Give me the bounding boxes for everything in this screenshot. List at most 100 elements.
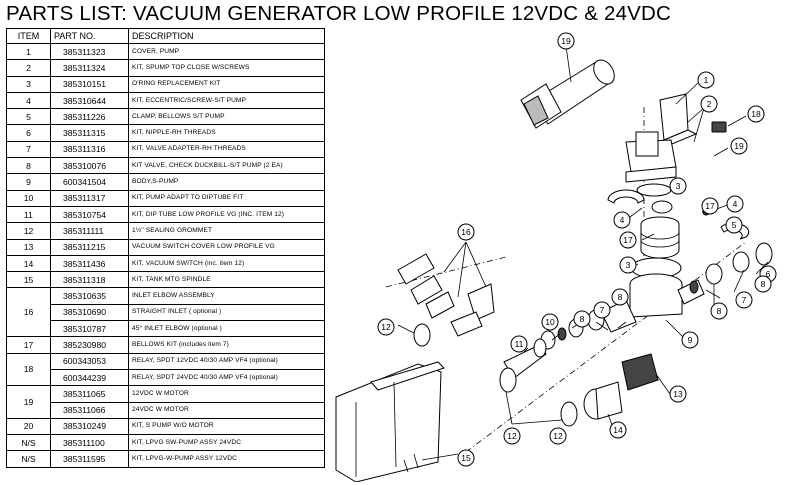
item-cell: N/S	[6, 434, 51, 452]
description-cell: KIT, DIP TUBE LOW PROFILE VG (INC. ITEM …	[128, 205, 325, 224]
description-cell: KIT, ECCENTRIC/SCREW-S/T PUMP	[128, 91, 325, 110]
callout-label: 14	[613, 425, 623, 435]
callout-17: 17	[619, 231, 637, 249]
grommet-drawing	[560, 401, 578, 427]
callout-label: 7	[742, 295, 747, 305]
tank-drawing	[335, 361, 445, 482]
callout-label: 3	[676, 181, 681, 191]
callout-8: 8	[710, 302, 728, 320]
callout-label: 18	[751, 109, 761, 119]
relay-drawing	[711, 121, 727, 133]
callout-label: 19	[561, 36, 571, 46]
item-cell: 8	[6, 157, 51, 175]
callout-12: 12	[377, 318, 395, 336]
callout-label: 8	[761, 279, 766, 289]
item-cell: 11	[6, 205, 51, 224]
callout-19: 19	[557, 32, 575, 50]
item-cell: 9	[6, 173, 51, 191]
description-cell: KIT, PUMP ADAPT TO DIPTUBE FIT	[128, 189, 325, 207]
callout-label: 8	[618, 292, 623, 302]
item-cell: 7	[6, 140, 51, 159]
description-cell: COVER, PUMP	[128, 42, 325, 61]
table-header-row: ITEM PART NO. DESCRIPTION	[6, 28, 325, 44]
part-number-cell: 385311111	[50, 222, 129, 240]
eccentric-drawing	[651, 200, 673, 214]
callout-label: 12	[381, 322, 391, 332]
callout-label: 2	[707, 99, 712, 109]
item-cell: 3	[6, 75, 51, 93]
clamp-drawing	[607, 189, 645, 204]
callout-label: 1	[704, 75, 709, 85]
part-number-cell: 385311226	[50, 108, 129, 126]
callout-2: 2	[700, 95, 718, 113]
description-cell: BODY,S-PUMP	[128, 173, 325, 191]
callout-label: 16	[461, 227, 471, 237]
callout-label: 9	[688, 335, 693, 345]
description-cell: O'RING REPLACEMENT KIT	[128, 75, 325, 93]
part-number-cell: 385311324	[50, 59, 129, 77]
item-cell: 16	[6, 287, 51, 338]
description-cell: KIT, VACUUM SWITCH (inc. item 12)	[128, 254, 325, 273]
description-cell: RELAY, SPDT 12VDC 40/30 AMP VF4 (optiona…	[128, 352, 325, 370]
item-cell: 5	[6, 108, 51, 126]
callout-label: 17	[705, 201, 715, 211]
callout-11: 11	[510, 335, 528, 353]
description-cell: INLET ELBOW ASSEMBLY	[128, 287, 325, 305]
part-number-cell: 600344239	[50, 368, 129, 387]
item-cell: 20	[6, 417, 51, 436]
callout-label: 7	[600, 305, 605, 315]
callout-8: 8	[611, 288, 629, 306]
description-cell: KIT, VALVE ADAPTER-RH THREADS	[128, 140, 325, 159]
part-number-cell: 385310644	[50, 91, 129, 110]
description-cell: 45° INLET ELBOW (optional )	[128, 320, 325, 338]
part-number-cell: 600341504	[50, 173, 129, 191]
part-number-cell: 385311436	[50, 254, 129, 273]
callout-15: 15	[457, 449, 475, 467]
item-cell: 4	[6, 91, 51, 110]
item-cell: N/S	[6, 450, 51, 468]
description-cell: KIT, LPVG-W-PUMP ASSY 12VDC	[128, 450, 325, 468]
callout-19: 19	[730, 137, 748, 155]
description-cell: RELAY, SPDT 24VDC 40/30 AMP VF4 (optiona…	[128, 368, 325, 387]
part-number-cell: 385311215	[50, 238, 129, 256]
item-cell: 13	[6, 238, 51, 256]
callout-label: 8	[580, 314, 585, 324]
description-cell: CLAMP, BELLOWS S/T PUMP	[128, 108, 325, 126]
part-number-cell: 600343053	[50, 352, 129, 370]
description-cell: BELLOWS KIT (includes item 7)	[128, 336, 325, 354]
description-cell: VACUUM SWITCH COVER LOW PROFILE VG	[128, 238, 325, 256]
callout-12: 12	[503, 427, 521, 445]
callout-label: 12	[507, 431, 517, 441]
callout-10: 10	[541, 313, 559, 331]
center-line-horizontal	[465, 241, 747, 453]
part-number-cell: 385311066	[50, 401, 129, 419]
description-cell: KIT, LPVG SW-PUMP ASSY 24VDC	[128, 434, 325, 452]
part-number-cell: 385230980	[50, 336, 129, 354]
part-number-cell: 385310151	[50, 75, 129, 93]
description-cell: STRAIGHT INLET ( optional )	[128, 303, 325, 322]
callout-label: 19	[734, 141, 744, 151]
part-number-cell: 385310690	[50, 303, 129, 322]
callout-9: 9	[681, 331, 699, 349]
callout-4: 4	[726, 195, 744, 213]
item-cell: 6	[6, 124, 51, 142]
callout-label: 3	[626, 260, 631, 270]
part-number-cell: 385310635	[50, 287, 129, 305]
description-cell: KIT, SPUMP TOP CLOSE W/SCREWS	[128, 59, 325, 77]
switch-cover-drawing	[621, 353, 659, 391]
callout-label: 10	[545, 317, 555, 327]
column-header-item: ITEM	[6, 28, 51, 44]
